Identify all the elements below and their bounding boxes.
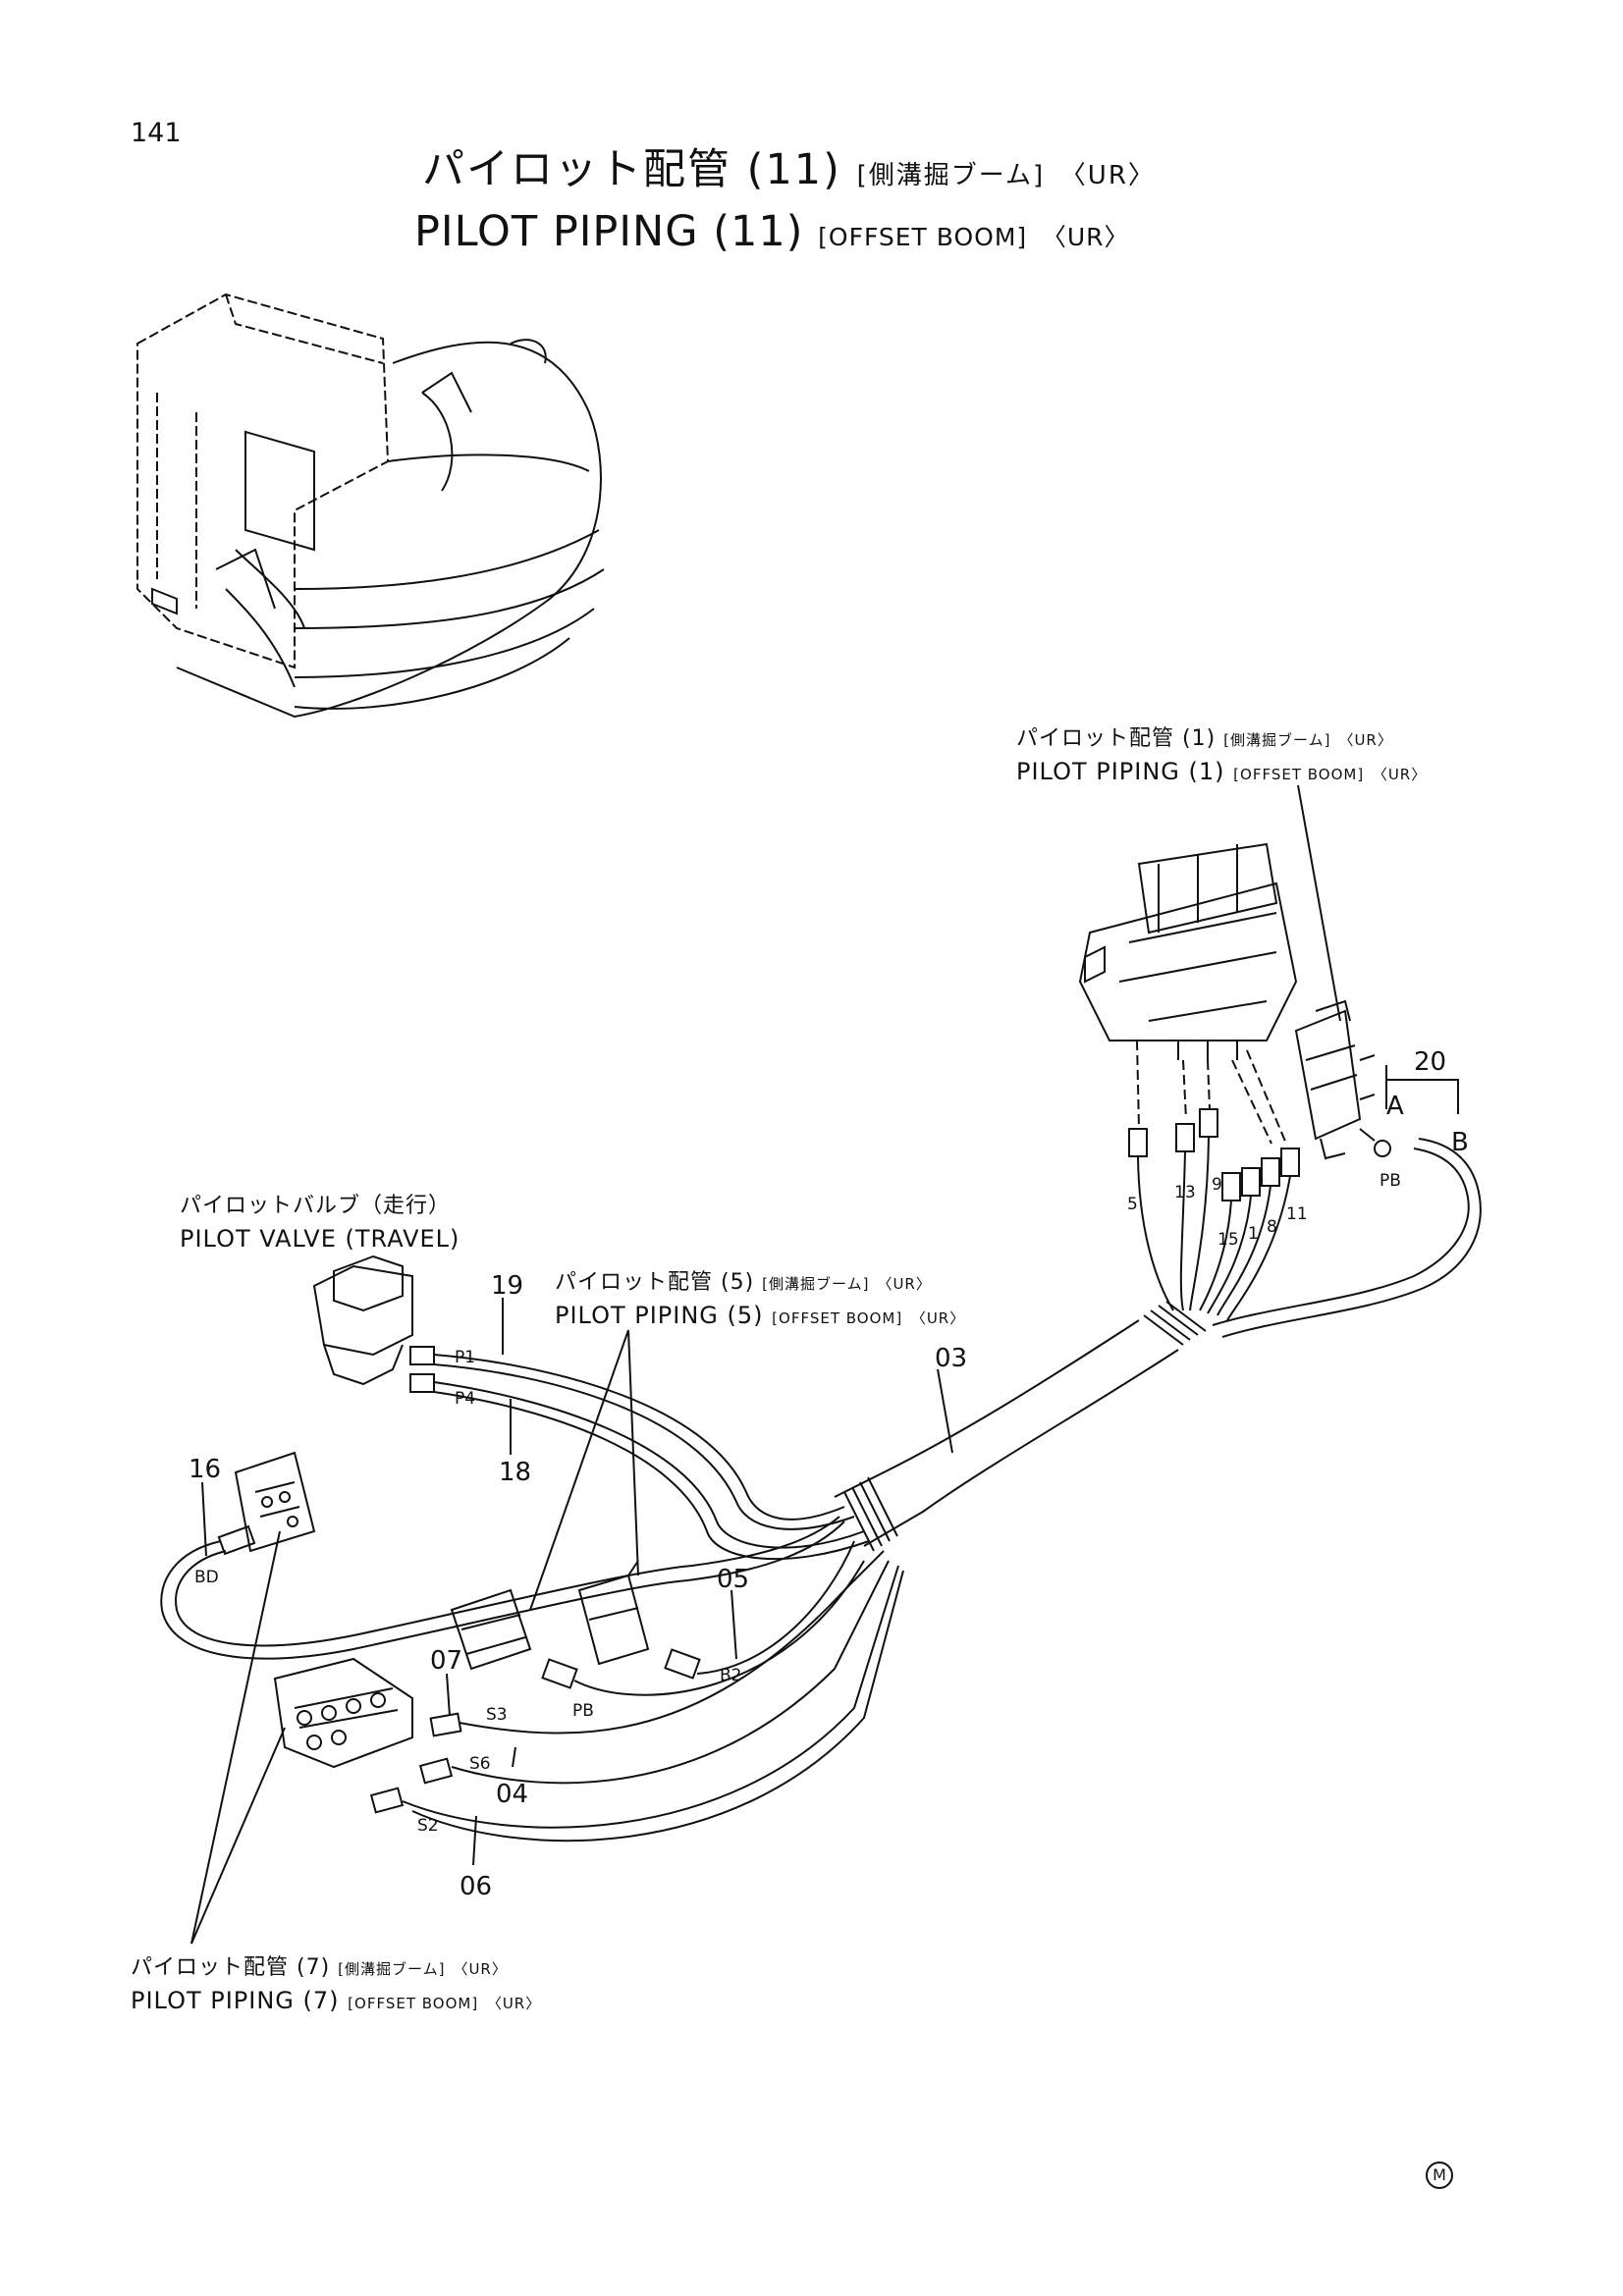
label-p1: P1 [455, 1348, 475, 1367]
hose-bundle-03 [834, 1301, 1207, 1552]
label-b2: B2 [720, 1666, 741, 1685]
label-a: A [1386, 1092, 1404, 1121]
label-b: B [1451, 1128, 1469, 1157]
travel-pilot-valve-illustration [312, 1255, 435, 1393]
callout-piping7-en-bracket: [OFFSET BOOM] [348, 1995, 479, 2012]
label-20: 20 [1414, 1047, 1446, 1077]
callout-piping5-en-main: PILOT PIPING (5) [555, 1302, 764, 1329]
label-15: 15 [1217, 1230, 1239, 1250]
callout-piping1-en: PILOT PIPING (1) [OFFSET BOOM] 〈UR〉 [1016, 760, 1427, 783]
label-pb-mid: PB [572, 1701, 594, 1721]
label-s3: S3 [486, 1705, 508, 1725]
label-04: 04 [496, 1780, 528, 1809]
callout-piping1-en-suffix: 〈UR〉 [1372, 766, 1428, 783]
label-p4: P4 [455, 1389, 475, 1409]
callout-piping1-en-main: PILOT PIPING (1) [1016, 758, 1225, 785]
label-5: 5 [1127, 1195, 1138, 1214]
label-s6: S6 [469, 1754, 491, 1774]
callout-piping7-ja-bracket: [側溝掘ブーム] [338, 1960, 446, 1978]
hoses-05-pb [573, 1540, 865, 1696]
page-title-japanese: パイロット配管 (11) [側溝掘ブーム] 〈UR〉 [422, 149, 1156, 191]
label-8: 8 [1267, 1217, 1277, 1237]
callout-piping7-ja-suffix: 〈UR〉 [453, 1960, 508, 1978]
label-13: 13 [1174, 1183, 1196, 1202]
label-9: 9 [1212, 1175, 1222, 1195]
callout-piping7-en: PILOT PIPING (7) [OFFSET BOOM] 〈UR〉 [131, 1989, 541, 2012]
callout-piping1-ja-main: パイロット配管 (1) [1016, 726, 1217, 751]
callout-piping5-ja: パイロット配管 (5) [側溝掘ブーム] 〈UR〉 [555, 1272, 932, 1294]
label-19: 19 [491, 1271, 523, 1301]
title-ja-main: パイロット配管 (11) [422, 145, 841, 194]
middle-valves-illustration [450, 1329, 701, 1689]
label-1: 1 [1248, 1224, 1259, 1244]
bellows-hose-20 [1212, 1065, 1482, 1338]
label-18: 18 [499, 1458, 531, 1487]
label-s2: S2 [417, 1816, 439, 1836]
part-labels: 20 A B PB 5 13 9 15 1 8 11 19 P1 P4 18 0… [189, 1047, 1469, 1901]
title-en-bracket: [OFFSET BOOM] [818, 223, 1028, 251]
title-en-suffix: 〈UR〉 [1041, 223, 1130, 251]
callout-piping7-en-suffix: 〈UR〉 [486, 1995, 542, 2012]
title-en-main: PILOT PIPING (11) [414, 207, 804, 256]
bracket-16-illustration [160, 1451, 845, 1660]
excavator-overview-illustration [136, 293, 605, 719]
callout-piping5-ja-main: パイロット配管 (5) [555, 1270, 755, 1295]
page-number: 141 [131, 118, 182, 148]
callout-valve-travel-ja: パイロットバルブ（走行） [180, 1194, 452, 1218]
lower-manifold-illustration [190, 1530, 462, 1945]
label-11: 11 [1286, 1204, 1308, 1224]
callout-piping7-ja-main: パイロット配管 (7) [131, 1955, 331, 1980]
hoses-19-18 [433, 1298, 870, 1561]
callout-piping5-en-suffix: 〈UR〉 [910, 1309, 966, 1327]
offset-valve-illustration [1294, 784, 1376, 1160]
upper-hoses [1137, 1136, 1291, 1321]
page-title-english: PILOT PIPING (11) [OFFSET BOOM] 〈UR〉 [414, 211, 1130, 253]
callout-piping5-ja-suffix: 〈UR〉 [877, 1275, 932, 1293]
callout-piping7-ja: パイロット配管 (7) [側溝掘ブーム] 〈UR〉 [131, 1957, 508, 1979]
title-ja-bracket: [側溝掘ブーム] [856, 161, 1046, 190]
hoses-s3-s6-s2 [402, 1550, 904, 1866]
label-pb-right: PB [1380, 1171, 1401, 1191]
label-06: 06 [460, 1872, 492, 1901]
valve-leads [1136, 1040, 1287, 1145]
callout-piping5-en: PILOT PIPING (5) [OFFSET BOOM] 〈UR〉 [555, 1304, 965, 1327]
callout-piping1-ja: パイロット配管 (1) [側溝掘ブーム] 〈UR〉 [1016, 728, 1393, 750]
maker-mark: M [1426, 2162, 1453, 2189]
callout-piping7-en-main: PILOT PIPING (7) [131, 1987, 340, 2014]
label-05: 05 [717, 1565, 749, 1594]
label-07: 07 [430, 1646, 462, 1676]
callout-piping5-en-bracket: [OFFSET BOOM] [772, 1309, 903, 1327]
callout-piping1-ja-bracket: [側溝掘ブーム] [1223, 731, 1331, 749]
callout-piping1-ja-suffix: 〈UR〉 [1338, 731, 1393, 749]
control-valve-illustration [1078, 842, 1298, 1060]
label-03: 03 [935, 1344, 967, 1373]
callout-valve-travel-en: PILOT VALVE (TRAVEL) [180, 1225, 460, 1253]
callout-piping5-ja-bracket: [側溝掘ブーム] [762, 1275, 870, 1293]
title-ja-suffix: 〈UR〉 [1059, 161, 1156, 190]
callout-piping1-en-bracket: [OFFSET BOOM] [1233, 766, 1365, 783]
label-16: 16 [189, 1455, 221, 1484]
label-bd: BD [194, 1568, 219, 1587]
